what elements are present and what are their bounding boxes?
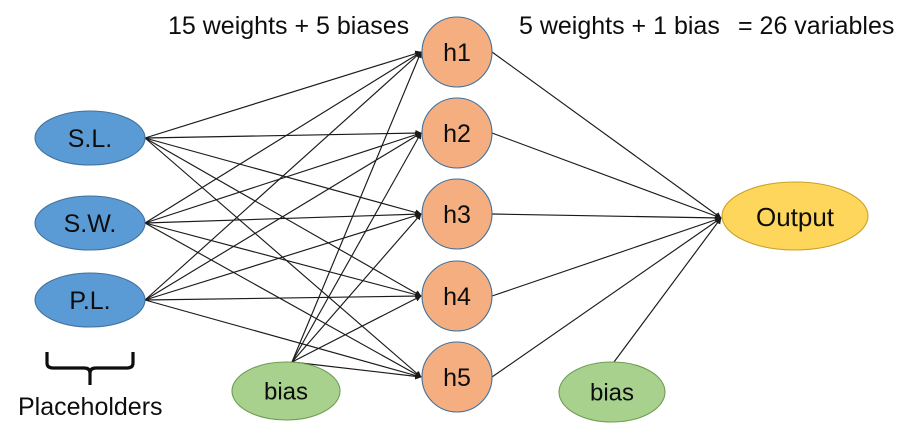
bias-hidden-label: bias [264, 379, 308, 406]
output-layer: Output [721, 181, 869, 251]
edge-input-sw-to-hidden-h2 [144, 131, 422, 224]
edge-bias-hidden-to-hidden-h5 [291, 361, 422, 380]
edge-hidden-h5-to-output [491, 217, 722, 378]
placeholders-brace [45, 352, 135, 374]
bias-output-label: bias [590, 380, 634, 407]
edge-hidden-h3-to-output [491, 213, 722, 222]
edge-input-sw-to-hidden-h1 [144, 51, 422, 224]
input-layer: S.L. S.W. P.L. [34, 110, 146, 328]
edge-input-sw-to-hidden-h5 [144, 222, 422, 378]
caption-hidden-params: 15 weights + 5 biases [168, 12, 410, 40]
edge-bias-output-to-output [613, 217, 722, 363]
edge-bias-hidden-to-hidden-h3 [291, 213, 422, 363]
hidden-h1-shape [421, 16, 493, 88]
output-node[interactable]: Output [721, 181, 869, 251]
hidden-h4-shape [421, 260, 493, 332]
hidden-h3[interactable]: h3 [421, 178, 493, 250]
edge-input-pl-to-hidden-h4 [144, 292, 422, 301]
hidden-h4[interactable]: h4 [421, 260, 493, 332]
edge-bias-hidden-to-hidden-h1 [291, 51, 422, 363]
hidden-h3-label: h3 [443, 201, 471, 229]
edges-input-to-hidden [144, 50, 422, 379]
hidden-h5-shape [421, 341, 493, 413]
caption-total-params: = 26 variables [738, 12, 895, 40]
hidden-h2-shape [421, 97, 493, 169]
edges-hidden-to-output [491, 51, 722, 378]
hidden-h5-label: h5 [443, 364, 471, 392]
input-sl-label: S.L. [68, 125, 112, 153]
edge-input-sw-to-hidden-h4 [144, 222, 422, 298]
caption-output-params: 5 weights + 1 bias [519, 12, 720, 40]
bias-hidden[interactable]: bias [231, 361, 341, 421]
hidden-h2-label: h2 [443, 120, 471, 148]
edge-input-pl-to-hidden-h2 [144, 132, 422, 301]
edge-input-pl-to-hidden-h1 [144, 51, 422, 301]
edge-input-pl-to-hidden-h5 [144, 299, 422, 379]
output-shape [721, 181, 869, 251]
placeholders-label: Placeholders [18, 393, 163, 421]
hidden-h1-label: h1 [443, 39, 471, 67]
edges-bias-to-hidden [291, 51, 422, 380]
edge-input-sl-to-hidden-h1 [144, 50, 422, 139]
hidden-h1[interactable]: h1 [421, 16, 493, 88]
output-label: Output [756, 202, 835, 232]
input-sl[interactable]: S.L. [34, 110, 146, 166]
input-sw-label: S.W. [64, 210, 117, 238]
input-pl-label: P.L. [69, 287, 110, 315]
input-sl-shape [34, 110, 146, 166]
edge-bias-hidden-to-hidden-h2 [291, 132, 422, 363]
edge-input-sw-to-hidden-h3 [144, 211, 422, 224]
bias-output[interactable]: bias [558, 361, 666, 423]
input-pl[interactable]: P.L. [34, 272, 146, 328]
edge-input-sl-to-hidden-h2 [144, 129, 422, 139]
edge-bias-hidden-to-hidden-h4 [291, 295, 422, 363]
edge-hidden-h4-to-output [491, 216, 722, 297]
input-sw-shape [34, 195, 146, 251]
edge-hidden-h1-to-output [491, 51, 722, 219]
edge-input-pl-to-hidden-h3 [144, 212, 422, 301]
input-sw[interactable]: S.W. [34, 195, 146, 251]
hidden-layer: h1 h2 h3 h4 h5 [421, 16, 493, 413]
hidden-h4-label: h4 [443, 283, 471, 311]
input-pl-shape [34, 272, 146, 328]
edges-bias-to-output [613, 217, 722, 363]
hidden-h2[interactable]: h2 [421, 97, 493, 169]
bias-hidden-shape [231, 361, 341, 421]
hidden-h3-shape [421, 178, 493, 250]
edge-hidden-h2-to-output [491, 132, 722, 219]
bias-layer: bias bias [231, 361, 666, 423]
bias-output-shape [558, 361, 666, 423]
hidden-h5[interactable]: h5 [421, 341, 493, 413]
